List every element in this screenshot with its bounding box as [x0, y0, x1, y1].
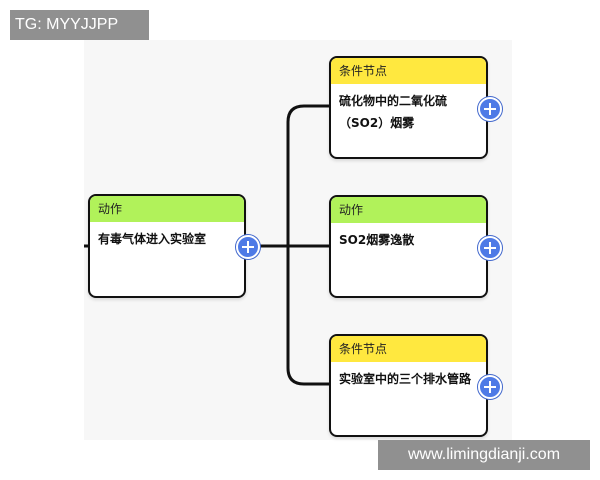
watermark-bottom: www.limingdianji.com	[378, 440, 590, 470]
plus-circle-icon[interactable]	[478, 375, 502, 399]
node-text: 实验室中的三个排水管路	[339, 372, 472, 386]
connector-branch-to-child3	[286, 246, 330, 386]
node-type-label: 条件节点	[331, 58, 486, 84]
plus-circle-icon[interactable]	[236, 235, 260, 259]
connector-branch-to-child1	[286, 104, 330, 246]
node-text: 有毒气体进入实验室	[98, 232, 207, 246]
node-text: 硫化物中的二氧化硫（SO2）烟雾	[339, 94, 448, 130]
condition-node-3[interactable]: 条件节点 实验室中的三个排水管路	[329, 334, 502, 437]
node-type-label: 动作	[331, 197, 486, 223]
action-node-root[interactable]: 动作 有毒气体进入实验室	[88, 194, 260, 298]
node-type-label: 动作	[90, 196, 244, 222]
condition-node-1[interactable]: 条件节点 硫化物中的二氧化硫（SO2）烟雾	[329, 56, 502, 159]
action-node-2[interactable]: 动作 SO2烟雾逸散	[329, 195, 502, 298]
watermark-top: TG: MYYJJPP	[10, 10, 149, 40]
node-type-label: 条件节点	[331, 336, 486, 362]
plus-circle-icon[interactable]	[478, 236, 502, 260]
plus-circle-icon[interactable]	[478, 97, 502, 121]
node-text: SO2烟雾逸散	[339, 233, 415, 247]
